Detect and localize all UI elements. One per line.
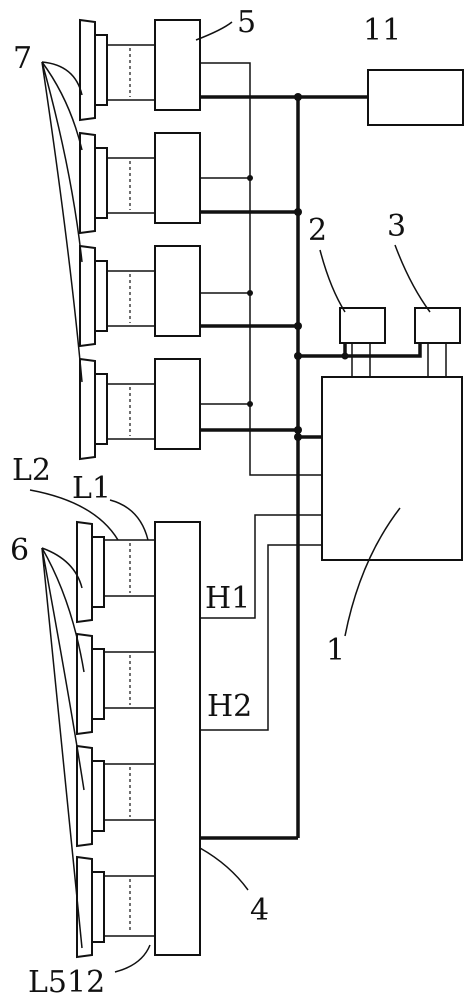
- label-l512: L512: [28, 965, 105, 1000]
- driver-4-box: [154, 521, 201, 956]
- lower-element-4: [76, 855, 155, 959]
- controller-1-box: [321, 376, 463, 561]
- panel: [76, 855, 93, 959]
- unit-2-box: [339, 307, 386, 344]
- label-11: 11: [363, 13, 401, 48]
- panel-mount: [91, 648, 105, 720]
- junction-dot: [247, 401, 253, 407]
- leader-6: [41, 547, 85, 791]
- panel-mount: [94, 147, 108, 219]
- junction-dot: [247, 175, 253, 181]
- leader-2: [319, 249, 346, 313]
- panel: [79, 18, 96, 122]
- leader-l1: [109, 499, 149, 541]
- junction-dot: [294, 322, 302, 330]
- upper-module-3: [79, 244, 201, 348]
- panel-mount: [94, 373, 108, 445]
- driver-box: [154, 245, 201, 337]
- leader-4: [199, 847, 249, 891]
- panel-mount: [91, 871, 105, 943]
- leader-7: [41, 61, 83, 96]
- junction-dot: [247, 290, 253, 296]
- panel: [76, 520, 93, 624]
- leader-7: [41, 61, 83, 151]
- driver-box: [154, 19, 201, 111]
- label-2: 2: [308, 213, 327, 248]
- leader-6: [41, 547, 83, 589]
- label-6: 6: [10, 533, 29, 568]
- junction-dot: [294, 433, 302, 441]
- label-7: 7: [13, 41, 32, 76]
- panel: [79, 357, 96, 461]
- leader-7: [41, 61, 83, 383]
- labels: 7 5 11 2 3 L2 L1 6 H1 1 H2 4 L512: [10, 5, 406, 1000]
- lower-element-3: [76, 744, 155, 848]
- power-wire: [298, 343, 347, 358]
- leader-5: [195, 21, 233, 41]
- junction-dot: [341, 352, 349, 360]
- leader-l512: [114, 944, 151, 973]
- power-wire: [345, 343, 422, 358]
- lower-element-1: [76, 520, 155, 624]
- label-l2: L2: [12, 453, 51, 488]
- panel: [79, 244, 96, 348]
- label-l1: L1: [72, 471, 111, 506]
- upper-module-1: [79, 18, 201, 122]
- lower-element-2: [76, 632, 155, 736]
- driver-box: [154, 358, 201, 450]
- h2-line: [200, 544, 322, 731]
- label-h1: H1: [205, 581, 250, 616]
- panel: [76, 632, 93, 736]
- upper-module-4: [79, 357, 201, 461]
- panel-mount: [94, 260, 108, 332]
- label-1: 1: [326, 633, 345, 668]
- leader-l2: [29, 489, 119, 541]
- leader-1: [344, 507, 401, 637]
- upper-modules: [79, 18, 201, 461]
- junction-dot: [294, 426, 302, 434]
- leader-6: [41, 547, 83, 949]
- bus-wire: [200, 62, 322, 476]
- junction-dot: [294, 352, 302, 360]
- unit-3-box: [414, 307, 461, 344]
- lower-elements: [76, 520, 201, 959]
- leader-7: [41, 61, 83, 263]
- thick-wiring: [200, 95, 422, 840]
- unit-11-box: [367, 69, 464, 126]
- leader-6: [41, 547, 85, 673]
- panel: [79, 131, 96, 235]
- panel-mount: [91, 536, 105, 608]
- junction-dot: [294, 208, 302, 216]
- thin-wiring: [200, 62, 447, 731]
- driver-box: [154, 132, 201, 224]
- junctions: [247, 93, 349, 441]
- panel-mount: [94, 34, 108, 106]
- leader-3: [394, 244, 431, 313]
- junction-dot: [294, 93, 302, 101]
- label-3: 3: [387, 209, 406, 244]
- label-4: 4: [250, 893, 269, 928]
- h1-line: [200, 514, 322, 619]
- leader-lines: [29, 21, 431, 973]
- upper-module-2: [79, 131, 201, 235]
- label-5: 5: [237, 5, 256, 40]
- panel-mount: [91, 760, 105, 832]
- label-h2: H2: [207, 689, 252, 724]
